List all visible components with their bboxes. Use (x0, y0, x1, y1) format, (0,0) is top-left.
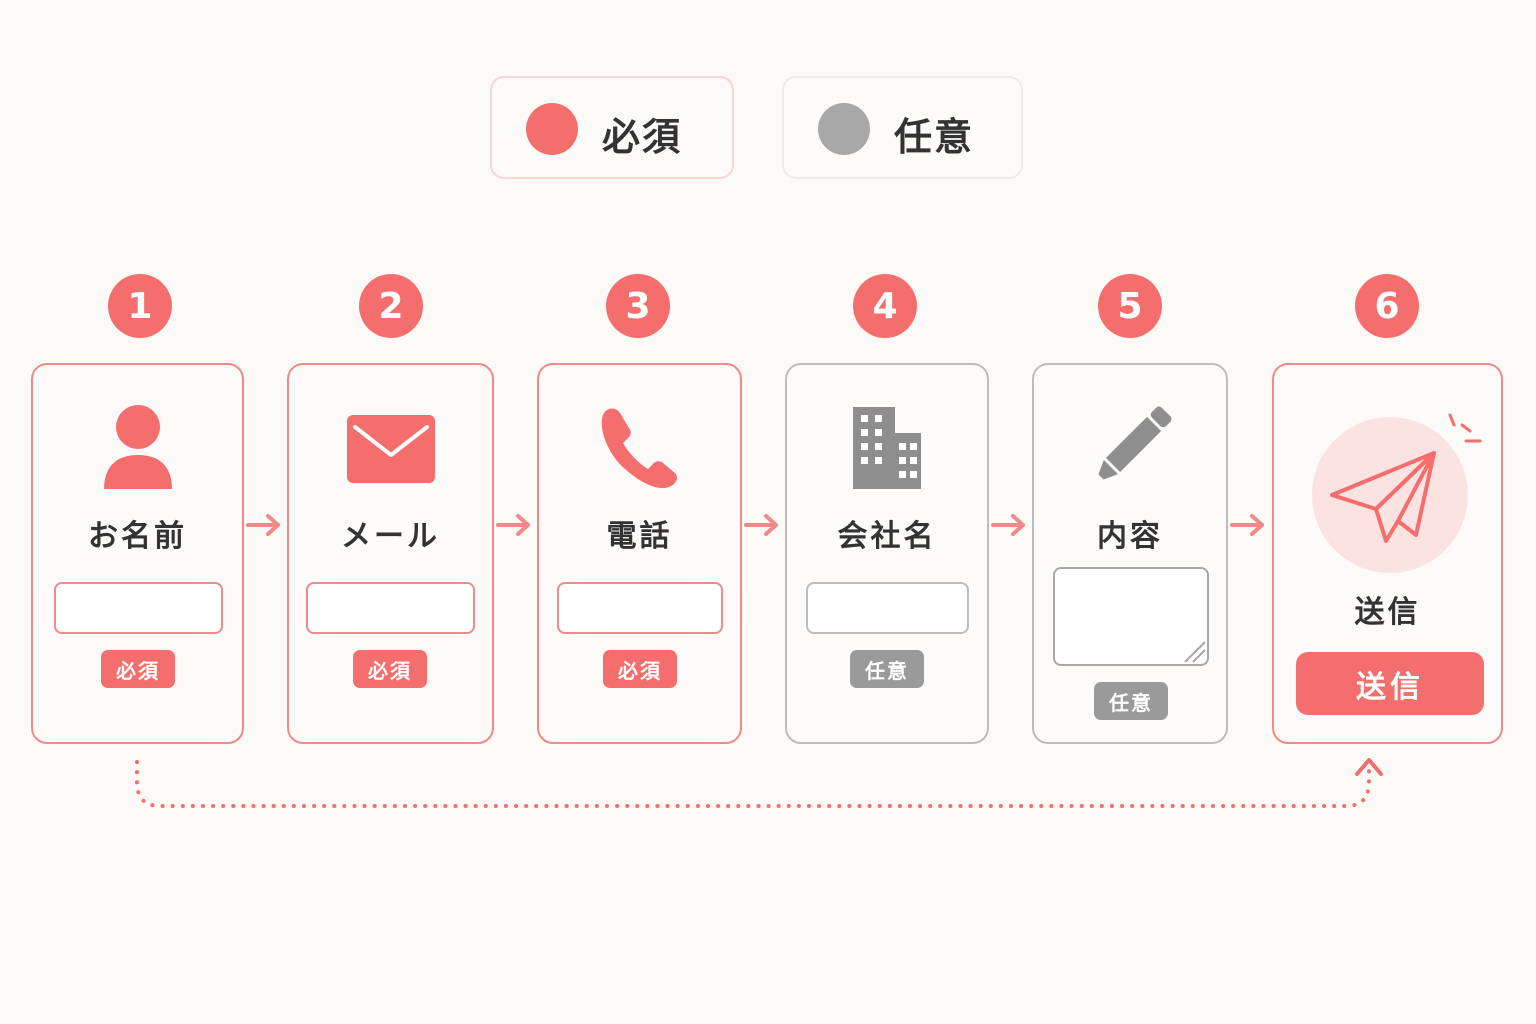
step-card-company: 会社名 任意 (785, 363, 989, 744)
step-number-1: 1 (108, 274, 172, 338)
resize-handle-icon (1184, 641, 1206, 663)
required-badge: 必須 (101, 650, 175, 688)
building-icon (787, 403, 987, 493)
phone-icon (539, 403, 740, 493)
step-label-name: お名前 (88, 519, 187, 554)
step-number-4: 4 (853, 274, 917, 338)
step-card-phone: 電話 必須 (537, 363, 742, 744)
step-card-email: メール 必須 (287, 363, 494, 744)
step-number-5: 5 (1098, 274, 1162, 338)
submit-button[interactable]: 送信 (1296, 652, 1484, 715)
step-number-3: 3 (606, 274, 670, 338)
company-input[interactable] (806, 582, 969, 634)
required-badge: 必須 (353, 650, 427, 688)
step-card-name: お名前 必須 (31, 363, 244, 744)
envelope-icon (289, 403, 492, 493)
step-card-submit: 送信 送信 (1272, 363, 1503, 744)
step-label-company: 会社名 (837, 519, 937, 554)
legend-optional: 任意 (782, 76, 1023, 179)
step-label-email: メール (341, 519, 440, 554)
step-number-2: 2 (359, 274, 423, 338)
legend-required-dot (526, 103, 578, 155)
step-label-message: 内容 (1097, 519, 1163, 554)
paper-plane-icon (1312, 417, 1468, 573)
legend-required-label: 必須 (602, 115, 683, 159)
phone-input[interactable] (557, 582, 723, 634)
optional-badge: 任意 (1094, 682, 1168, 720)
person-icon (33, 403, 242, 493)
message-textarea[interactable] (1053, 567, 1209, 666)
arrow-right-icon (496, 514, 530, 536)
legend-optional-dot (818, 103, 870, 155)
step-label-phone: 電話 (606, 519, 673, 554)
arrow-right-icon (1230, 514, 1264, 536)
spark-icon (1448, 413, 1482, 443)
step-card-message: 内容 任意 (1032, 363, 1228, 744)
name-input[interactable] (54, 582, 223, 634)
legend-optional-label: 任意 (894, 115, 975, 159)
arrow-right-icon (991, 514, 1025, 536)
arrow-right-icon (744, 514, 778, 536)
pencil-icon (1034, 403, 1226, 493)
step-number-6: 6 (1355, 274, 1419, 338)
legend-required: 必須 (490, 76, 734, 179)
step-label-submit: 送信 (1354, 595, 1421, 630)
required-badge: 必須 (603, 650, 677, 688)
arrow-right-icon (246, 514, 280, 536)
optional-badge: 任意 (850, 650, 924, 688)
email-input[interactable] (306, 582, 475, 634)
